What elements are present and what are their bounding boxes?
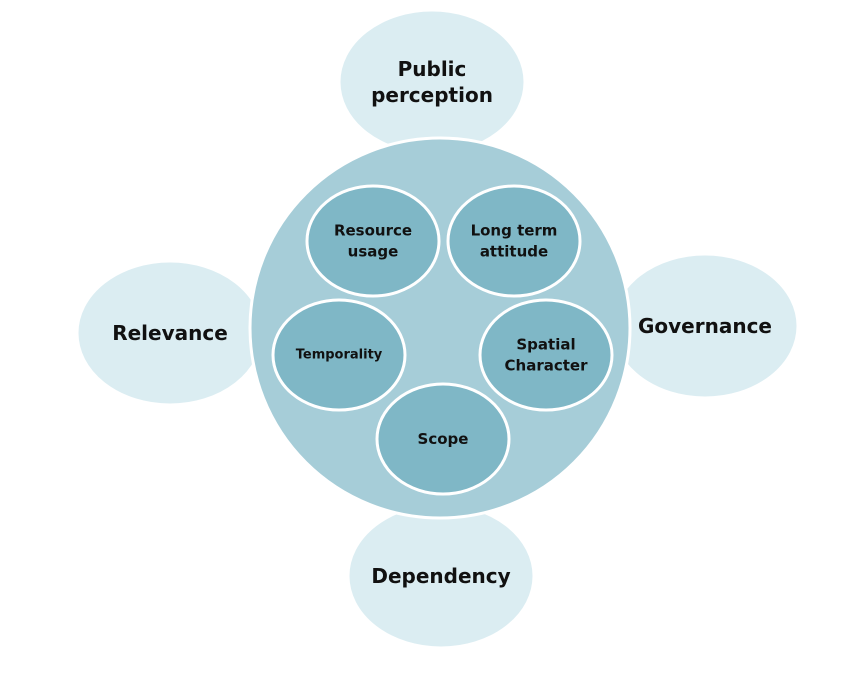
inner-node-temporality (271, 298, 407, 412)
outer-label-line: Governance (638, 314, 772, 338)
inner-label-line: Long term (471, 222, 558, 240)
outer-label-line: Relevance (112, 321, 228, 345)
inner-node-resource-usage (305, 184, 441, 298)
outer-node-public-perception (337, 8, 527, 156)
outer-label-line: perception (371, 83, 493, 107)
outer-label-line: Dependency (371, 564, 510, 588)
inner-label-line: usage (348, 243, 399, 261)
inner-label-line: attitude (480, 243, 548, 261)
inner-nodes-layer (271, 184, 614, 496)
outer-label-line: Public (398, 57, 467, 81)
inner-node-spatial-character (478, 298, 614, 412)
inner-label-line: Temporality (296, 348, 383, 363)
inner-label-line: Scope (418, 430, 469, 448)
inner-label-line: Character (505, 357, 589, 375)
inner-node-scope (375, 382, 511, 496)
inner-node-long-term-attitude (446, 184, 582, 298)
inner-label-line: Resource (334, 222, 412, 240)
inner-label-line: Spatial (516, 336, 575, 354)
